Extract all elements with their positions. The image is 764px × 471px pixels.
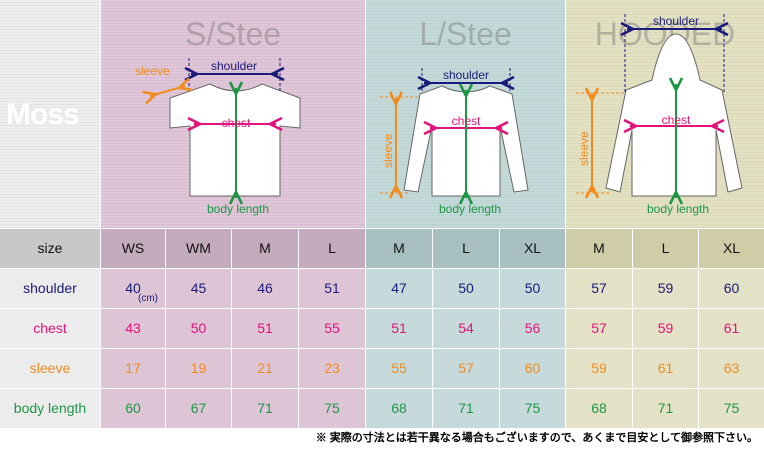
value-cell: 50 xyxy=(166,309,231,348)
chest-label: chest xyxy=(452,114,481,128)
header-cell: L xyxy=(299,229,365,268)
value-cell: 60 xyxy=(101,389,165,428)
shoulder-label: shoulder xyxy=(443,68,489,82)
moss-logo: Moss xyxy=(6,98,80,131)
long-sleeve-tee-icon xyxy=(380,68,529,198)
value-cell: 19 xyxy=(166,349,231,388)
value-cell: 59 xyxy=(633,269,698,308)
value-cell: 59 xyxy=(633,309,698,348)
value-cell: 71 xyxy=(433,389,499,428)
value-cell: 75 xyxy=(500,389,565,428)
value-cell: 75 xyxy=(699,389,764,428)
value-cell: 23 xyxy=(299,349,365,388)
value-cell: 55 xyxy=(299,309,365,348)
value-cell: 57 xyxy=(566,309,632,348)
hoodie-icon xyxy=(576,14,743,198)
row-label: body length xyxy=(0,389,100,428)
value-cell: 51 xyxy=(299,269,365,308)
sleeve-label: sleeve xyxy=(381,133,395,168)
value-cell: 47 xyxy=(366,269,432,308)
short-sleeve-tee-icon xyxy=(150,58,301,198)
value-cell: 43 xyxy=(101,309,165,348)
value-cell: 50 xyxy=(500,269,565,308)
header-cell: WM xyxy=(166,229,231,268)
value-cell: 55 xyxy=(366,349,432,388)
value-cell: 51 xyxy=(232,309,298,348)
row-label: chest xyxy=(0,309,100,348)
value-cell: 57 xyxy=(566,269,632,308)
shoulder-label: shoulder xyxy=(653,14,699,28)
value-cell: 63 xyxy=(699,349,764,388)
body-length-label: body length xyxy=(207,202,269,216)
value-cell: 57 xyxy=(433,349,499,388)
shoulder-label: shoulder xyxy=(211,59,257,73)
value-cell: 40 xyxy=(101,269,165,308)
value-cell: 45 xyxy=(166,269,231,308)
header-cell: M xyxy=(566,229,632,268)
header-cell: M xyxy=(232,229,298,268)
chest-label: chest xyxy=(222,116,251,130)
value-cell: 54 xyxy=(433,309,499,348)
unit-label: (cm) xyxy=(138,293,158,304)
disclaimer-note: ※ 実際の寸法とは若干異なる場合もございますので、あくまで目安として御参照下さい… xyxy=(315,432,758,444)
header-cell: M xyxy=(366,229,432,268)
value-cell: 51 xyxy=(366,309,432,348)
header-cell: L xyxy=(433,229,499,268)
value-cell: 56 xyxy=(500,309,565,348)
value-cell: 59 xyxy=(566,349,632,388)
panel-title: L/Stee xyxy=(419,16,512,52)
panel-title: S/Stee xyxy=(184,16,282,52)
value-cell: 68 xyxy=(366,389,432,428)
garment-diagrams: shoulder chest body length sleeve should… xyxy=(135,14,743,216)
value-cell: 67 xyxy=(166,389,231,428)
row-label: shoulder xyxy=(0,269,100,308)
value-cell: 71 xyxy=(232,389,298,428)
value-cell: 17 xyxy=(101,349,165,388)
value-cell: 61 xyxy=(633,349,698,388)
row-label: sleeve xyxy=(0,349,100,388)
value-cell: 21 xyxy=(232,349,298,388)
value-cell: 60 xyxy=(699,269,764,308)
header-cell: WS xyxy=(101,229,165,268)
header-cell: XL xyxy=(500,229,565,268)
value-cell: 60 xyxy=(500,349,565,388)
value-cell: 71 xyxy=(633,389,698,428)
header-cell: XL xyxy=(699,229,764,268)
logo-panel: Moss xyxy=(0,0,100,228)
sleeve-label: sleeve xyxy=(135,64,170,78)
value-cell: 50 xyxy=(433,269,499,308)
chest-label: chest xyxy=(662,113,691,127)
value-cell: 61 xyxy=(699,309,764,348)
body-length-label: body length xyxy=(647,202,709,216)
sleeve-label: sleeve xyxy=(577,131,591,166)
header-cell: size xyxy=(0,229,100,268)
value-cell: 46 xyxy=(232,269,298,308)
value-cell: 75 xyxy=(299,389,365,428)
header-cell: L xyxy=(633,229,698,268)
value-cell: 68 xyxy=(566,389,632,428)
body-length-label: body length xyxy=(439,202,501,216)
